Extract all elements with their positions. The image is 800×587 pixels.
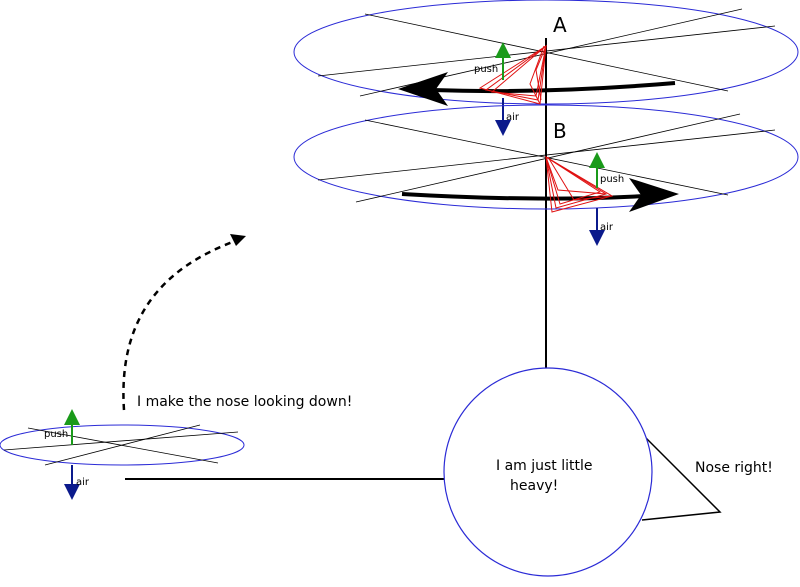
- rotor-a-label: A: [553, 13, 567, 37]
- rotor-b: push air B: [293, 104, 799, 246]
- rotor-a-blade-line: [317, 25, 776, 77]
- rotor-b-label: B: [553, 119, 567, 143]
- rotor-a-rotation-arrow: [431, 81, 676, 94]
- rotor-a-disk: [293, 0, 799, 105]
- rotor-a: push air A: [293, 0, 799, 136]
- rotor-b-blade-line: [317, 129, 776, 181]
- tail-rotor: push air: [0, 409, 245, 500]
- rotor-b-rotation-arrow: [401, 192, 646, 201]
- nose-down-dashed-arrowhead: [230, 234, 246, 246]
- tail-rotor-blade-line: [3, 431, 239, 451]
- nose-down-dashed-arrow: [122, 238, 239, 411]
- tail-rotor-air-label: air: [76, 477, 90, 488]
- body-text-line1: I am just little: [496, 458, 593, 474]
- tail-rotor-blade-line: [44, 424, 201, 466]
- helicopter-body: [443, 367, 653, 577]
- tail-rotor-disk: [0, 424, 245, 466]
- body-text-line2: heavy!: [510, 478, 558, 494]
- rotor-b-disk: [293, 104, 799, 210]
- rotor-a-push-label: push: [474, 64, 498, 75]
- tail-rotor-blade-line: [27, 427, 219, 464]
- rotor-a-air-label: air: [506, 112, 520, 123]
- rotor-b-air-label: air: [600, 222, 614, 233]
- rotor-a-rotation-arrowhead: [398, 72, 448, 106]
- rotor-a-blade-line: [364, 13, 729, 92]
- rotor-b-rotation-arrowhead: [629, 178, 679, 212]
- rotor-b-blade: [545, 155, 614, 213]
- tail-note: I make the nose looking down!: [137, 394, 352, 410]
- rotor-a-blade: [478, 44, 547, 105]
- nose-note: Nose right!: [695, 460, 773, 476]
- tail-rotor-push-label: push: [44, 429, 68, 440]
- rotor-b-push-label: push: [600, 174, 624, 185]
